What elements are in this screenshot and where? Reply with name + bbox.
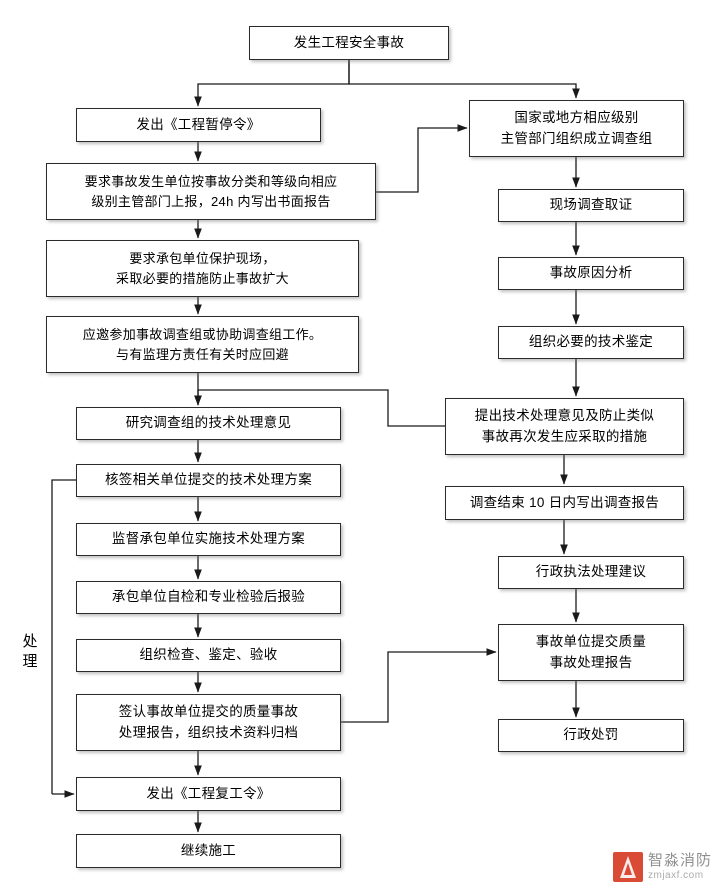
node-issue-resumption-order[interactable]: 发出《工程复工令》	[76, 777, 341, 811]
process-side-label: 处 理	[22, 633, 38, 671]
node-approve-technical-plan[interactable]: 核签相关单位提交的技术处理方案	[76, 464, 341, 497]
node-establish-investigation-team[interactable]: 国家或地方相应级别 主管部门组织成立调查组	[469, 100, 684, 157]
watermark-title: 智淼消防	[647, 852, 712, 870]
node-continue-construction[interactable]: 继续施工	[76, 834, 341, 868]
node-issue-suspension-order[interactable]: 发出《工程暂停令》	[76, 108, 321, 142]
watermark-domain: zmjaxf.com	[647, 869, 704, 881]
node-sign-report-archive[interactable]: 签认事故单位提交的质量事故 处理报告，组织技术资料归档	[76, 694, 341, 751]
flame-logo-icon	[612, 852, 643, 882]
node-administrative-enforcement-advice[interactable]: 行政执法处理建议	[498, 556, 684, 589]
node-contractor-self-inspection[interactable]: 承包单位自检和专业检验后报验	[76, 581, 341, 614]
node-incident-occurs[interactable]: 发生工程安全事故	[249, 26, 449, 60]
node-organize-inspection-acceptance[interactable]: 组织检查、鉴定、验收	[76, 639, 341, 672]
node-report-to-authority[interactable]: 要求事故发生单位按事故分类和等级向相应 级别主管部门上报，24h 内写出书面报告	[46, 163, 376, 220]
watermark: 智淼消防 zmjaxf.com	[612, 852, 712, 882]
node-propose-measures[interactable]: 提出技术处理意见及防止类似 事故再次发生应采取的措施	[445, 398, 684, 455]
node-submit-quality-accident-report[interactable]: 事故单位提交质量 事故处理报告	[498, 624, 684, 681]
node-join-investigation-team[interactable]: 应邀参加事故调查组或协助调查组工作。 与有监理方责任有关时应回避	[46, 316, 359, 373]
node-protect-site[interactable]: 要求承包单位保护现场， 采取必要的措施防止事故扩大	[46, 240, 359, 297]
node-study-technical-opinion[interactable]: 研究调查组的技术处理意见	[76, 407, 341, 440]
node-administrative-penalty[interactable]: 行政处罚	[498, 719, 684, 752]
node-cause-analysis[interactable]: 事故原因分析	[498, 257, 684, 290]
node-supervise-implementation[interactable]: 监督承包单位实施技术处理方案	[76, 523, 341, 556]
node-investigation-report-10days[interactable]: 调查结束 10 日内写出调查报告	[445, 486, 684, 520]
node-technical-appraisal[interactable]: 组织必要的技术鉴定	[498, 326, 684, 359]
node-site-investigation[interactable]: 现场调查取证	[498, 189, 684, 222]
